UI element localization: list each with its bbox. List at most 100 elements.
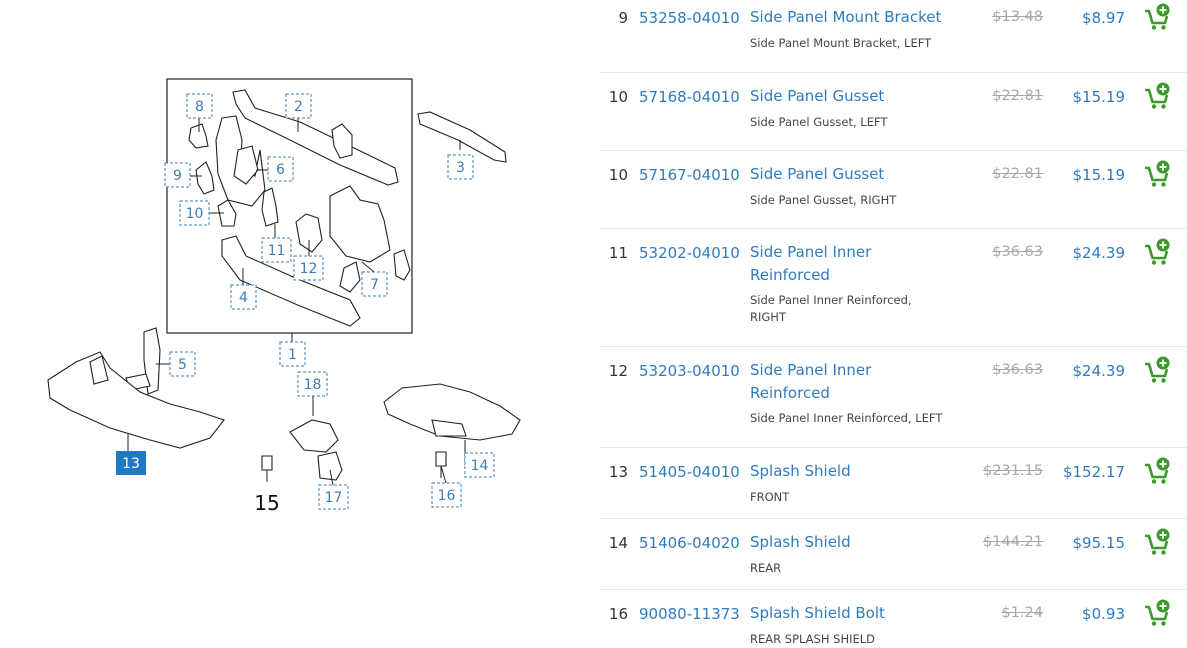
svg-text:3: 3 <box>456 160 465 176</box>
part-5-side-brace[interactable] <box>125 327 161 395</box>
svg-text:12: 12 <box>300 261 318 277</box>
part-name-link[interactable]: Splash Shield Bolt <box>750 604 885 622</box>
part-number-link[interactable]: 57168-04010 <box>639 88 740 106</box>
add-to-cart-icon[interactable] <box>1143 2 1173 32</box>
part-14-splash-shield-rear[interactable] <box>383 383 521 441</box>
part-name-link[interactable]: Side Panel Inner Reinforced <box>750 361 872 402</box>
part-description: Side Panel Inner Reinforced, LEFT <box>750 411 943 425</box>
part-number-link[interactable]: 90080-11373 <box>639 605 740 623</box>
list-price: $231.15 <box>983 463 1043 479</box>
part-row: 13 51405-04010 Splash Shield FRONT $231.… <box>600 448 1187 519</box>
list-price: $36.63 <box>992 362 1043 378</box>
sale-price: $24.39 <box>1072 244 1126 262</box>
callout-8[interactable]: 8 <box>186 93 213 119</box>
part-number-link[interactable]: 51405-04010 <box>639 463 740 481</box>
part-18-bracket[interactable] <box>289 419 339 453</box>
part-9-mount-bracket[interactable] <box>195 161 215 195</box>
part-number-link[interactable]: 57167-04010 <box>639 166 740 184</box>
part-2-radiator-support-upper[interactable] <box>232 89 399 186</box>
part-17-clip[interactable] <box>317 451 343 481</box>
add-to-cart-icon[interactable] <box>1143 81 1173 111</box>
sale-price: $8.97 <box>1082 9 1125 27</box>
sale-price: $0.93 <box>1082 605 1125 623</box>
part-8-bracket[interactable] <box>188 123 209 149</box>
part-description: Side Panel Gusset, LEFT <box>750 115 888 129</box>
callout-5[interactable]: 5 <box>169 351 196 377</box>
part-number-link[interactable]: 53258-04010 <box>639 9 740 27</box>
part-row: 10 57167-04010 Side Panel Gusset Side Pa… <box>600 151 1187 229</box>
callout-3[interactable]: 3 <box>447 154 474 180</box>
svg-text:14: 14 <box>471 458 489 474</box>
callout-2[interactable]: 2 <box>285 93 312 119</box>
list-price: $13.48 <box>992 9 1043 25</box>
add-to-cart-icon[interactable] <box>1143 598 1173 628</box>
part-description: FRONT <box>750 490 790 504</box>
list-price: $144.21 <box>983 534 1043 550</box>
part-15-bolt[interactable] <box>261 455 273 482</box>
callout-13[interactable]: 13 <box>116 451 146 475</box>
part-ref-number: 10 <box>608 166 628 184</box>
part-name-link[interactable]: Side Panel Inner Reinforced <box>750 243 872 284</box>
callout-11[interactable]: 11 <box>261 237 292 263</box>
part-row: 9 53258-04010 Side Panel Mount Bracket S… <box>600 0 1187 73</box>
part-ref-number: 13 <box>608 463 628 481</box>
callout-1[interactable]: 1 <box>279 341 306 367</box>
part-name-link[interactable]: Side Panel Mount Bracket <box>750 8 942 26</box>
add-to-cart-icon[interactable] <box>1143 527 1173 557</box>
sale-price: $15.19 <box>1072 166 1126 184</box>
callout-12[interactable]: 12 <box>293 255 324 281</box>
list-price: $36.63 <box>992 244 1043 260</box>
part-11-inner-reinforced[interactable] <box>261 187 279 227</box>
callout-7[interactable]: 7 <box>361 271 388 297</box>
part-ref-number: 10 <box>608 88 628 106</box>
part-4-lower-support[interactable] <box>221 235 361 327</box>
part-name-link[interactable]: Side Panel Gusset <box>750 87 885 105</box>
sale-price: $152.17 <box>1062 463 1125 481</box>
part-10-gusset[interactable] <box>217 199 237 227</box>
part-ref-number: 14 <box>608 534 628 552</box>
add-to-cart-icon[interactable] <box>1143 355 1173 385</box>
part-name-link[interactable]: Splash Shield <box>750 533 851 551</box>
svg-text:15: 15 <box>254 491 279 515</box>
svg-text:13: 13 <box>122 456 140 472</box>
part-number-link[interactable]: 53202-04010 <box>639 244 740 262</box>
part-6-side-panel[interactable] <box>215 115 266 207</box>
part-13-splash-shield-front[interactable] <box>47 351 225 449</box>
callout-14[interactable]: 14 <box>464 452 495 478</box>
svg-text:9: 9 <box>173 168 182 184</box>
part-row: 14 51406-04020 Splash Shield REAR $144.2… <box>600 519 1187 590</box>
part-row: 16 90080-11373 Splash Shield Bolt REAR S… <box>600 590 1187 648</box>
callout-15[interactable]: 15 <box>254 491 279 515</box>
svg-text:2: 2 <box>294 99 303 115</box>
add-to-cart-icon[interactable] <box>1143 237 1173 267</box>
part-ref-number: 9 <box>618 9 628 27</box>
callout-6[interactable]: 6 <box>267 156 294 182</box>
add-to-cart-icon[interactable] <box>1143 159 1173 189</box>
svg-text:1: 1 <box>288 347 297 363</box>
callout-9[interactable]: 9 <box>164 162 191 188</box>
callout-4[interactable]: 4 <box>230 284 257 310</box>
leader-lines <box>127 118 466 486</box>
part-7-side-panel-right[interactable] <box>329 185 411 293</box>
sale-price: $95.15 <box>1072 534 1126 552</box>
list-price: $22.81 <box>992 88 1043 104</box>
parts-diagram: 8 2 3 9 6 10 11 12 4 7 1 5 18 13 14 16 1… <box>47 78 521 515</box>
part-description: Side Panel Mount Bracket, LEFT <box>750 36 932 50</box>
part-ref-number: 12 <box>608 362 628 380</box>
part-3-upper-brace[interactable] <box>417 111 507 163</box>
part-number-link[interactable]: 51406-04020 <box>639 534 740 552</box>
part-row: 11 53202-04010 Side Panel Inner Reinforc… <box>600 229 1187 347</box>
part-12-inner-reinforced[interactable] <box>295 213 323 253</box>
callout-18[interactable]: 18 <box>297 371 328 397</box>
callout-10[interactable]: 10 <box>179 200 210 226</box>
list-price: $1.24 <box>1001 605 1043 621</box>
callout-16[interactable]: 16 <box>431 482 462 508</box>
svg-text:11: 11 <box>268 243 286 259</box>
part-name-link[interactable]: Side Panel Gusset <box>750 165 885 183</box>
add-to-cart-icon[interactable] <box>1143 456 1173 486</box>
part-number-link[interactable]: 53203-04010 <box>639 362 740 380</box>
part-16-bolt[interactable] <box>435 451 447 478</box>
callout-17[interactable]: 17 <box>318 484 349 510</box>
svg-text:16: 16 <box>438 488 456 504</box>
part-name-link[interactable]: Splash Shield <box>750 462 851 480</box>
